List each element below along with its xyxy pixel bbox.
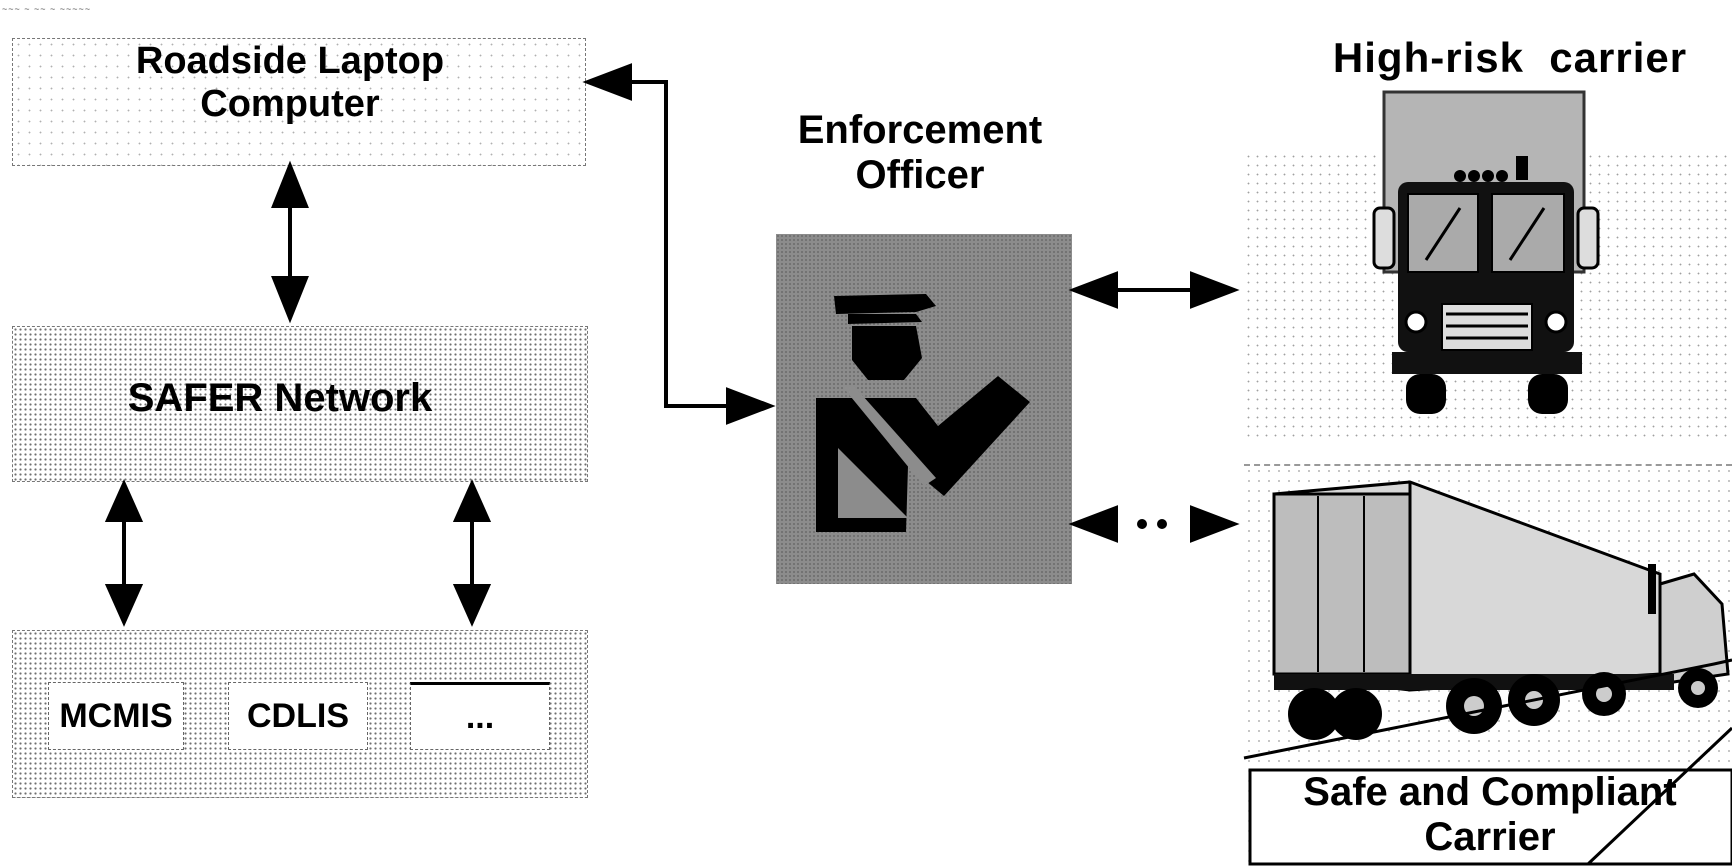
scan-noise: ~~~ ~ ~~ ~ ~~~~~ — [2, 4, 91, 14]
arrow-laptop-officer — [630, 82, 736, 406]
arrow-officer-safe — [1074, 508, 1116, 540]
